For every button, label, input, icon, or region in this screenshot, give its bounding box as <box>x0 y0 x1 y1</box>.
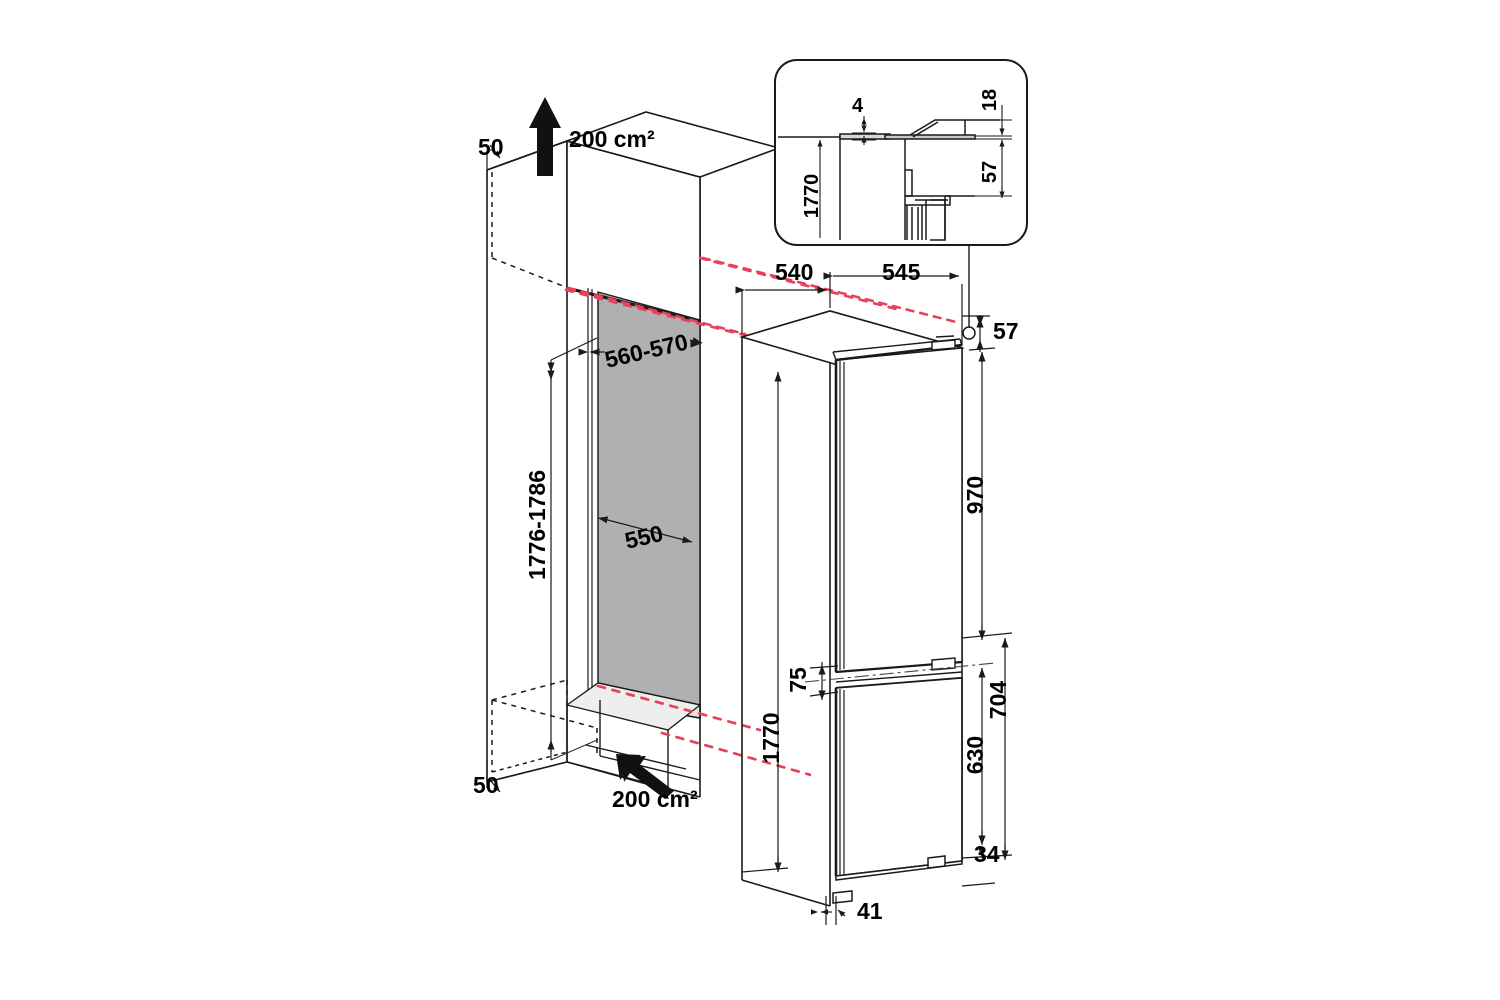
label-bottom-gap: 50 <box>473 772 499 798</box>
inset-profile <box>778 119 1000 241</box>
appliance-drawing <box>739 310 996 907</box>
door-centre-line <box>804 662 996 683</box>
label-top-overlap: 18 <box>979 89 1001 111</box>
label-depth-rear: 540 <box>775 259 813 285</box>
cabinet-top-hidden-edges <box>491 172 569 289</box>
label-depth-total: 545 <box>882 259 921 285</box>
fridge-door-handle <box>931 335 956 351</box>
fridge-door <box>832 338 963 673</box>
label-niche-height: 1776-1786 <box>524 470 550 580</box>
inset-detail: 4 18 57 1770 <box>774 59 1028 246</box>
label-panel-thickness: 4 <box>852 95 864 117</box>
label-total-height: 1770 <box>758 712 784 763</box>
freezer-door <box>834 677 963 877</box>
air-outlet-arrow <box>529 97 561 176</box>
appliance-dimension-lines <box>735 272 1013 925</box>
label-top-gap: 50 <box>478 134 504 160</box>
cabinet-niche-edges <box>587 288 701 705</box>
guide-niche-top <box>566 286 747 336</box>
label-appliance-height: 1770 <box>801 174 823 219</box>
air-inlet-arrow <box>616 754 674 799</box>
cabinet-dimension-lines <box>486 144 703 793</box>
label-vent-bottom: 200 cm² <box>612 786 698 812</box>
inset-labels: 4 18 57 1770 <box>801 89 1001 218</box>
label-plinth-height: 34 <box>974 841 1000 867</box>
cabinet-bottom-hidden-edges <box>491 679 568 773</box>
label-fridge-door-height: 970 <box>962 476 988 514</box>
label-hinge-offset: 57 <box>993 318 1019 344</box>
cabinet-bottom-hidden-diagonals <box>491 699 598 757</box>
appliance-labels: 540 545 57 970 75 704 630 34 41 1770 <box>758 259 1019 924</box>
label-hinge-depth: 57 <box>979 161 1001 183</box>
label-freezer-compartment: 704 <box>985 681 1011 720</box>
hinge-pin <box>962 326 976 340</box>
label-foot-offset: 41 <box>857 898 883 924</box>
label-door-gap: 75 <box>785 667 811 693</box>
inset-dimension-lines <box>817 105 1012 238</box>
label-freezer-door-height: 630 <box>962 736 988 774</box>
label-vent-top: 200 cm² <box>569 126 655 152</box>
appliance-plinth <box>832 855 963 904</box>
inset-frame <box>774 59 1028 246</box>
